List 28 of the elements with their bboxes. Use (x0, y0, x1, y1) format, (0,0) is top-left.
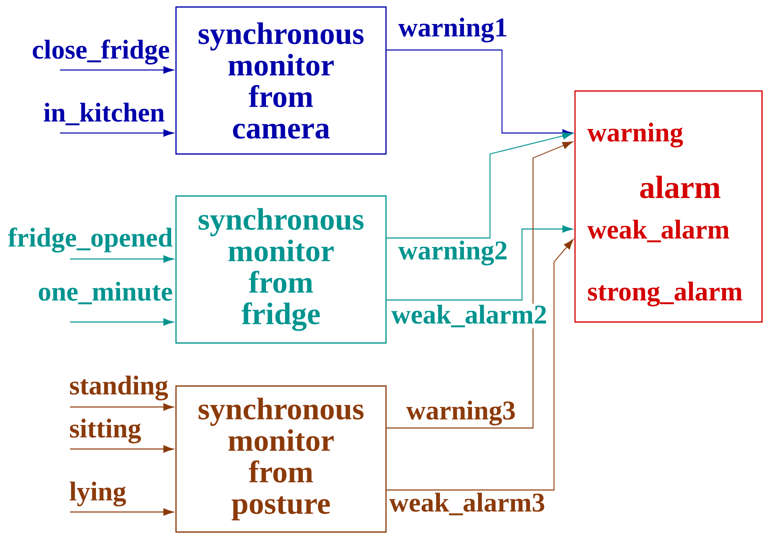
arrow (60, 66, 174, 74)
edge-label: warning2 (397, 240, 509, 266)
monitor-box: synchronous monitor from camera (175, 6, 387, 155)
arrow (386, 239, 574, 490)
edge-label: lying (68, 480, 128, 508)
arrow (70, 318, 174, 326)
edge-label: weak_alarm2 (390, 304, 548, 328)
arrow (386, 50, 573, 137)
arrow (386, 225, 573, 300)
edge-label: close_fridge (30, 38, 171, 66)
arrow (70, 403, 174, 411)
arrow (60, 129, 174, 137)
arrow (70, 255, 174, 263)
alarm-box: warning alarm weak_alarm strong_alarm (574, 90, 763, 323)
edge-label: in_kitchen (42, 102, 166, 126)
monitor-box: synchronous monitor from posture (175, 385, 387, 533)
arrow (386, 141, 573, 428)
arrow (70, 445, 174, 453)
edge-label: weak_alarm3 (388, 492, 546, 516)
edge-label: one_minute (36, 280, 174, 306)
edge-label: warning3 (405, 400, 517, 426)
edge-label: fridge_opened (6, 226, 174, 254)
edge-label: sitting (68, 418, 142, 444)
edge-label: standing (68, 374, 170, 402)
arrow (70, 508, 174, 516)
edge-label: warning1 (397, 16, 509, 44)
monitor-box: synchronous monitor from fridge (175, 195, 387, 344)
arrow (386, 132, 573, 238)
